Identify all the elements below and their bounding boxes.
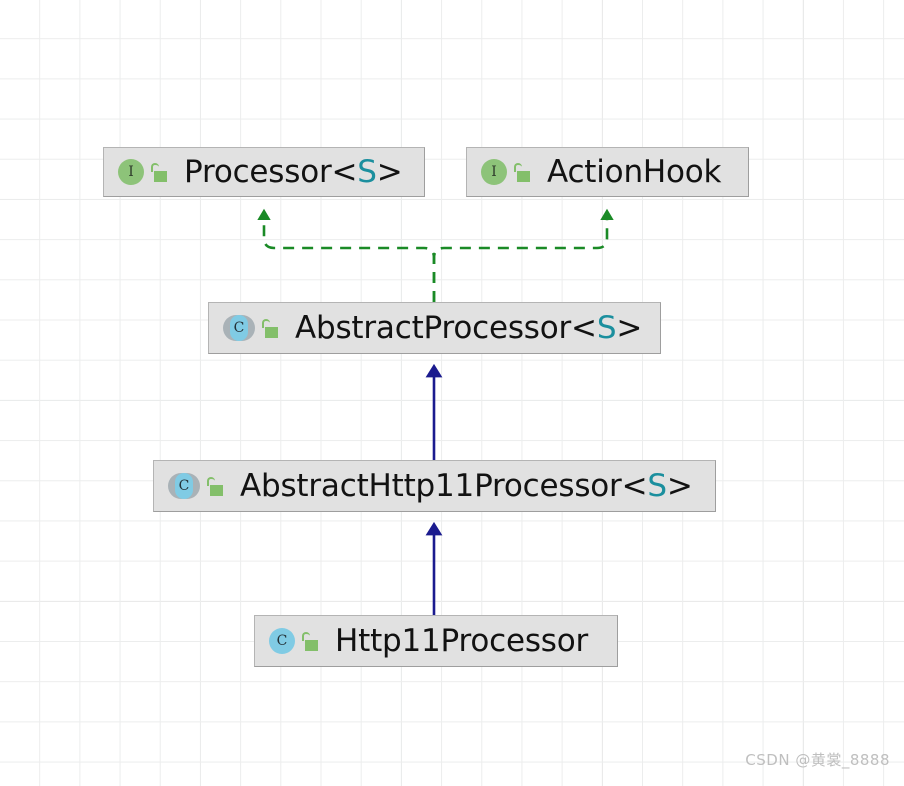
generic-close-bracket: > [616,310,643,346]
class-node-abstracthttp11processor[interactable]: C AbstractHttp11Processor<S> [153,460,716,512]
generic-close-bracket: > [376,154,403,190]
class-node-abstractprocessor[interactable]: C AbstractProcessor<S> [208,302,661,354]
generic-open-bracket: < [331,154,358,190]
class-name-text: AbstractHttp11Processor [240,468,622,504]
interface-icon: I [118,159,144,185]
generic-open-bracket: < [571,310,597,346]
class-icon: C [269,628,295,654]
abstract-class-icon: C [223,314,255,342]
generic-param-text: S [357,154,377,190]
class-node-http11processor[interactable]: C Http11Processor [254,615,618,667]
edge-realization-abstractprocessor-actionhook [432,208,614,302]
generic-close-bracket: > [666,468,693,504]
watermark-text: CSDN @黄裳_8888 [745,751,890,769]
interface-icon: I [481,159,507,185]
open-lock-icon [207,476,224,496]
generic-open-bracket: < [621,468,648,504]
abstract-class-icon: C [168,472,200,500]
class-node-label: Processor<S> [184,154,403,190]
open-lock-icon [302,631,319,651]
class-node-label: AbstractHttp11Processor<S> [240,468,693,504]
open-lock-icon [514,162,531,182]
edge-realization-abstractprocessor-processor [257,208,436,302]
class-node-label: AbstractProcessor<S> [295,310,642,346]
open-lock-icon [151,162,168,182]
class-node-label: Http11Processor [335,623,589,659]
class-name-text: AbstractProcessor [295,310,572,346]
generic-param-text: S [596,310,617,346]
class-node-label: ActionHook [547,154,722,190]
class-name-text: Processor [184,154,332,190]
generic-param-text: S [647,468,667,504]
class-node-actionhook[interactable]: I ActionHook [466,147,749,197]
class-node-processor[interactable]: I Processor<S> [103,147,425,197]
open-lock-icon [262,318,279,338]
